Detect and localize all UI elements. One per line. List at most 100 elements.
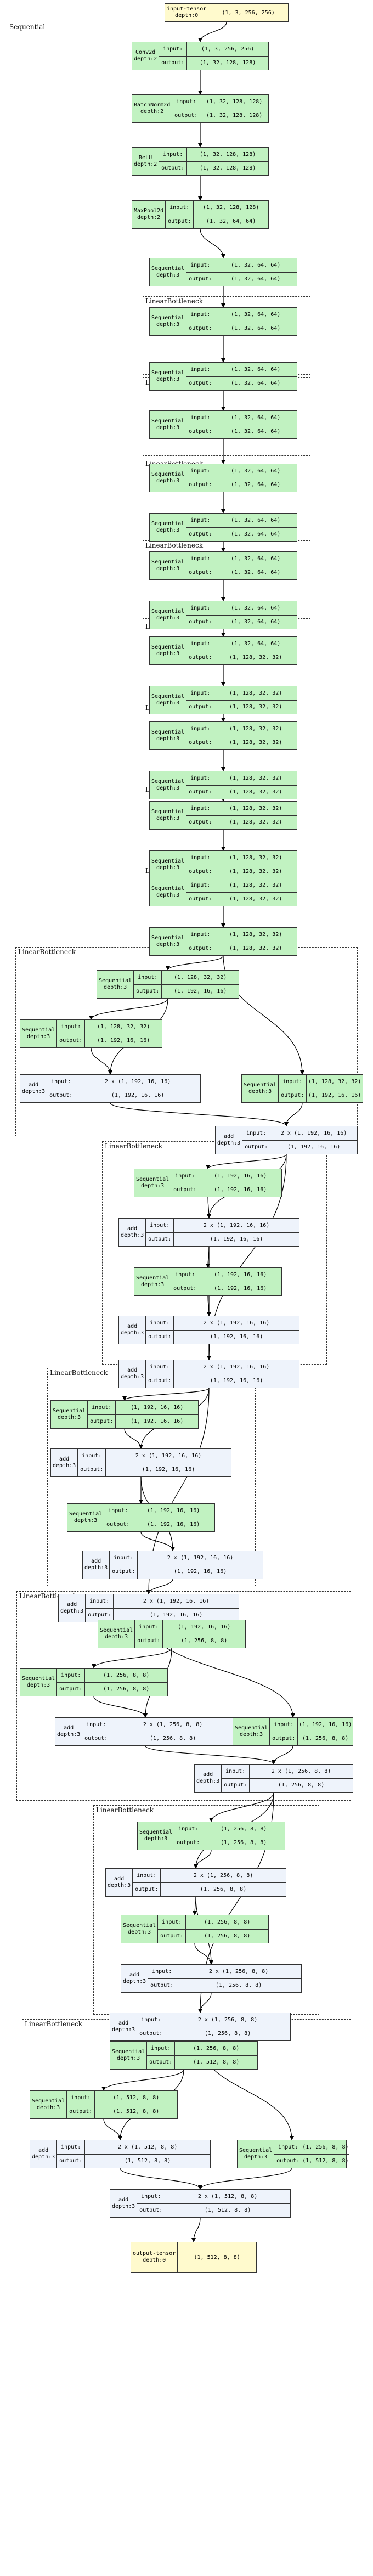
output-shape: (1, 192, 16, 16) [130, 1418, 184, 1425]
input-shape: (1, 32, 64, 64) [230, 467, 281, 474]
input-label: input: [133, 1869, 161, 1882]
input-shape: 2 x (1, 192, 16, 16) [104, 1078, 171, 1085]
output-shape: (1, 256, 8, 8) [215, 1982, 262, 1989]
cluster-label: LinearBottleneck [18, 948, 76, 956]
output-shape: (1, 128, 32, 32) [229, 896, 282, 903]
input-row: input:(1, 32, 64, 64) [187, 308, 297, 322]
input-row: input:2 x (1, 192, 16, 16) [242, 1126, 357, 1140]
node-name: add [203, 1772, 213, 1778]
node-depth: depth:3 [27, 1682, 50, 1688]
node-depth: depth:0 [143, 2257, 166, 2263]
node-depth: depth:2 [137, 215, 161, 221]
output-row: output:(1, 128, 32, 32) [187, 785, 297, 799]
edge-n50-out [191, 2217, 201, 2242]
node-depth: depth:3 [196, 1778, 220, 1784]
output-shape: (1, 192, 16, 16) [210, 1334, 263, 1340]
output-label: output: [47, 1089, 76, 1102]
output-label: output: [133, 1882, 161, 1896]
output-shape: (1, 256, 8, 8) [220, 1840, 267, 1846]
edge-n20-n21 [166, 955, 224, 971]
node-name: Sequential [239, 2147, 273, 2154]
input-label: input: [147, 2042, 176, 2055]
input-row: input:(1, 32, 64, 64) [187, 411, 297, 425]
output-shape: (1, 32, 64, 64) [230, 570, 281, 576]
output-shape: (1, 192, 16, 16) [287, 1144, 341, 1151]
output-label: output: [146, 1374, 174, 1388]
output-row: output:(1, 512, 8, 8) [67, 2104, 177, 2118]
output-label: output: [137, 2203, 166, 2217]
node-name: add [127, 1323, 138, 1329]
input-label: input: [78, 1449, 106, 1463]
node-name: Conv2d [135, 49, 156, 55]
output-label: output: [187, 615, 215, 629]
input-shape: (1, 32, 64, 64) [230, 366, 281, 373]
cluster-label: LinearBottleneck [96, 1806, 154, 1814]
input-label: input: [187, 878, 215, 892]
edge-n48-n50 [120, 2168, 202, 2190]
output-shape: (1, 32, 64, 64) [206, 218, 256, 225]
node-name: Sequential [151, 370, 185, 376]
input-shape: 2 x (1, 192, 16, 16) [280, 1130, 347, 1136]
node-depth: depth:3 [156, 376, 180, 382]
output-shape: (1, 32, 64, 64) [230, 276, 281, 283]
input-shape: (1, 32, 64, 64) [230, 555, 281, 562]
input-shape: (1, 32, 64, 64) [230, 517, 281, 523]
edge-n44-n45 [198, 1992, 212, 2013]
input-row: input:(1, 32, 64, 64) [187, 514, 297, 527]
node-name: Sequential [151, 471, 185, 477]
node-depth: depth:3 [156, 566, 180, 572]
node-depth: depth:3 [156, 815, 180, 821]
edge-n46-n47 [101, 2069, 184, 2091]
input-label: input: [171, 1268, 200, 1282]
node-depth: depth:3 [141, 1183, 165, 1189]
input-label: input: [187, 686, 215, 700]
node-name: add [114, 1876, 125, 1882]
input-row: input:(1, 192, 16, 16) [135, 1620, 245, 1634]
output-shape: (1, 512, 8, 8) [112, 2109, 160, 2115]
node-name: add [38, 2147, 49, 2154]
input-row: input:(1, 256, 8, 8) [147, 2042, 257, 2055]
node-depth: depth:3 [156, 425, 180, 431]
output-shape: (1, 128, 32, 32) [229, 869, 282, 875]
node-depth: depth:3 [117, 2055, 140, 2061]
input-label: input: [187, 637, 215, 651]
edge-n43-n44 [194, 1943, 213, 1965]
output-row: output:(1, 192, 16, 16) [78, 1462, 231, 1476]
node-name: input-tensor [167, 6, 207, 12]
output-row: output:(1, 256, 8, 8) [137, 2026, 290, 2040]
output-row: output:(1, 192, 16, 16) [104, 1517, 214, 1531]
output-label: output: [137, 2027, 166, 2040]
input-shape: (1, 32, 64, 64) [230, 414, 281, 421]
output-label: output: [187, 785, 215, 799]
output-shape: (1, 512, 8, 8) [204, 2207, 251, 2214]
output-shape: (1, 192, 16, 16) [149, 1612, 203, 1619]
node-depth: depth:3 [27, 1034, 50, 1040]
output-label: output: [57, 1034, 86, 1047]
input-shape: (1, 32, 128, 128) [206, 98, 263, 105]
node-name: Sequential [151, 315, 185, 321]
tensor-shape: (1, 3, 256, 256) [222, 9, 275, 16]
node-depth: depth:3 [156, 700, 180, 706]
cluster-label: Sequential [9, 23, 46, 31]
